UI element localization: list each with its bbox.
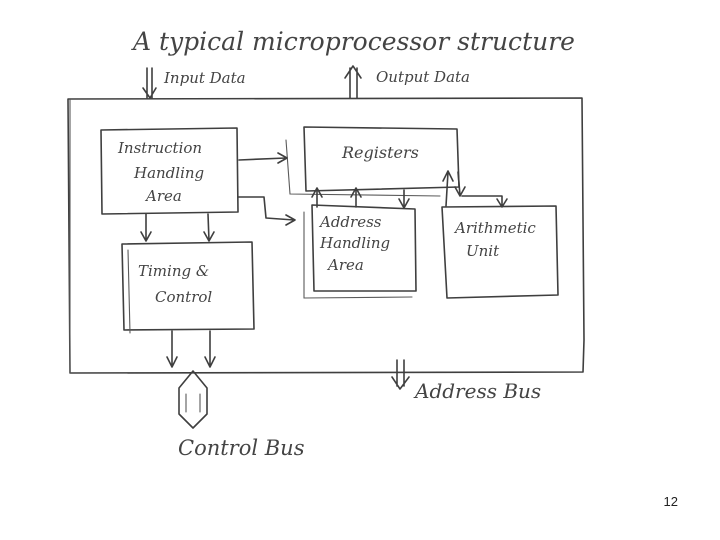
svg-text:Timing & Control: Timing & Control [138, 262, 214, 306]
arrow-registers-arithmetic-2 [454, 171, 466, 197]
instruction-line-2: Handling [133, 164, 204, 182]
arrow-instruction-to-timing-right [203, 213, 215, 242]
address-line-2: Handling [319, 234, 390, 252]
control-bus-arrow [178, 370, 208, 429]
arithmetic-line-1: Arithmetic [453, 219, 536, 237]
address-line-3: Area [326, 256, 364, 274]
svg-text:Address Handling A: Address Handling Area [318, 213, 395, 274]
output-data-label: Output Data [376, 68, 470, 86]
instruction-handling-block: Instruction Handling Area [100, 127, 239, 215]
arrow-registers-address-3 [398, 189, 410, 209]
svg-text:Arithmetic Unit: Arithmetic Unit [453, 219, 541, 260]
arithmetic-unit-block: Arithmetic Unit [441, 205, 559, 299]
address-bus-label: Address Bus [413, 379, 541, 403]
arrow-registers-arithmetic-1 [442, 170, 454, 207]
address-line-1: Address [318, 213, 382, 231]
svg-text:Instruction Handling: Instruction Handling Area [117, 139, 209, 205]
page-number: 12 [663, 494, 678, 509]
arrow-timing-out-left [166, 330, 178, 368]
arrow-instruction-to-address [237, 196, 296, 226]
arrow-registers-arithmetic-3 [461, 195, 508, 208]
timing-control-block: Timing & Control [121, 241, 255, 334]
output-data-arrow [344, 65, 362, 99]
arrow-registers-address-1 [311, 187, 323, 208]
arrow-registers-address-2 [350, 187, 362, 208]
arrow-instruction-to-timing-left [140, 213, 152, 242]
registers-block: Registers [285, 126, 460, 197]
arrow-timing-out-right [204, 330, 216, 368]
address-handling-block: Address Handling Area [303, 204, 417, 299]
registers-label: Registers [341, 143, 419, 162]
input-data-label: Input Data [163, 69, 246, 87]
control-bus-label: Control Bus [178, 436, 305, 460]
arrow-instruction-to-registers [238, 152, 288, 164]
timing-line-1: Timing & [138, 262, 209, 280]
instruction-line-3: Area [144, 187, 182, 205]
address-bus-arrow [391, 359, 410, 390]
arithmetic-line-2: Unit [466, 242, 500, 260]
input-data-arrow [142, 67, 157, 99]
diagram-title: A typical microprocessor structure [131, 27, 575, 56]
instruction-line-1: Instruction [117, 139, 202, 157]
timing-line-2: Control [155, 288, 212, 306]
